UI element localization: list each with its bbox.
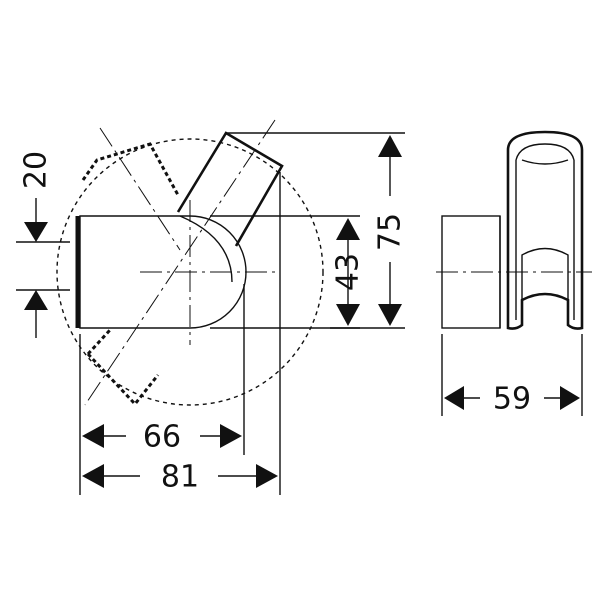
dim-43-arrow-down xyxy=(336,304,360,326)
swivel-circle xyxy=(56,138,324,406)
dim-20-label: 20 xyxy=(19,151,54,189)
dim-75-label: 75 xyxy=(373,213,408,251)
dim-43-arrow-up xyxy=(336,218,360,240)
dimension-66: 66 xyxy=(79,284,245,495)
dimension-59: 59 xyxy=(441,334,583,417)
dimension-75: 75 xyxy=(226,132,408,329)
dim-59-arrow-right xyxy=(560,386,580,410)
dim-43-label: 43 xyxy=(331,253,366,291)
cradle-alt-lower xyxy=(86,328,160,407)
dim-20-arrow-up xyxy=(24,290,48,310)
dimension-20: 20 xyxy=(16,151,70,338)
dim-66-label: 66 xyxy=(143,420,181,455)
dim-81-arrow-right xyxy=(256,464,278,488)
holder-body xyxy=(79,215,247,329)
center-line-tilted-alt xyxy=(99,127,181,251)
dim-59-arrow-left xyxy=(444,386,464,410)
front-cradle-outer xyxy=(506,130,584,330)
front-cradle-neck xyxy=(521,247,569,300)
dim-66-arrow-left xyxy=(82,424,104,448)
dim-81-label: 81 xyxy=(161,460,199,495)
dim-75-arrow-up xyxy=(378,135,402,157)
center-line-tilted xyxy=(84,119,276,406)
body-inner-curve xyxy=(179,215,233,283)
front-cradle-inner xyxy=(515,143,575,161)
dim-59-label: 59 xyxy=(493,382,531,417)
front-cradle-top-curve xyxy=(521,159,569,165)
side-view xyxy=(56,119,324,407)
dim-20-arrow-down xyxy=(24,222,48,242)
front-view xyxy=(436,130,592,330)
dim-66-arrow-right xyxy=(220,424,242,448)
dimension-81: 81 xyxy=(82,172,281,495)
dimension-43: 43 xyxy=(210,215,366,329)
holder-cradle xyxy=(176,131,284,247)
cradle-alt-upper xyxy=(81,142,180,196)
dim-75-arrow-down xyxy=(378,304,402,326)
dim-81-arrow-left xyxy=(82,464,104,488)
